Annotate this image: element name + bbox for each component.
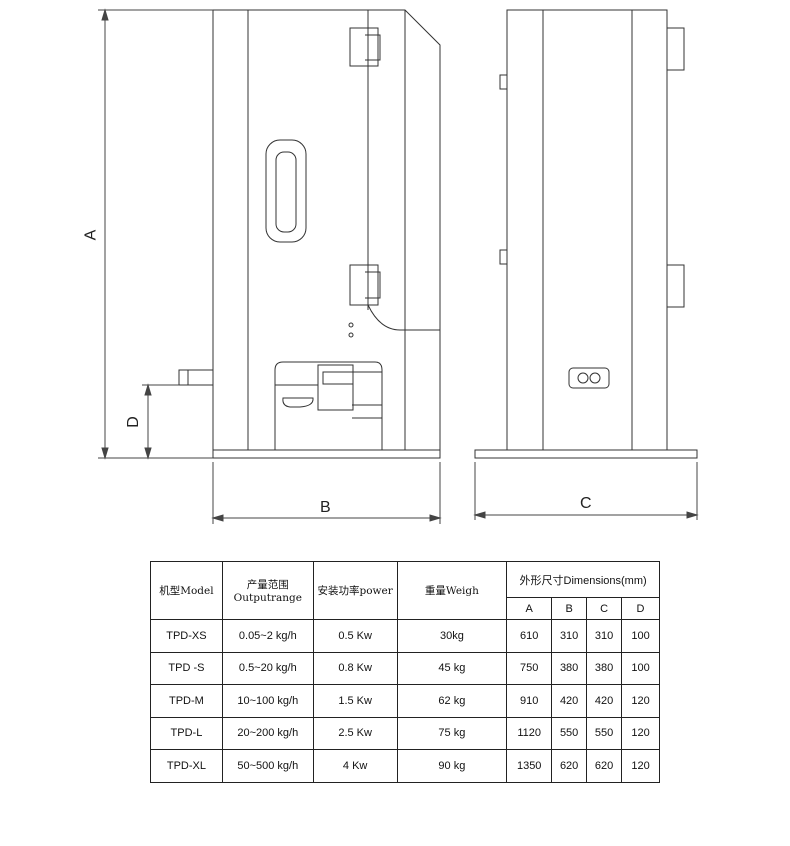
- cell-b: 620: [551, 749, 588, 783]
- cell-model: TPD-M: [150, 684, 223, 718]
- cell-a: 1350: [506, 749, 553, 783]
- side-view: [474, 9, 698, 459]
- header-dim-a: A: [506, 597, 553, 620]
- cell-c: 310: [586, 619, 623, 653]
- cell-weight: 45 kg: [396, 651, 508, 685]
- dimension-label-a: A: [82, 229, 100, 241]
- cell-power: 1.5 Kw: [312, 684, 398, 718]
- cell-weight: 90 kg: [396, 749, 508, 783]
- cell-output: 0.05~2 kg/h: [221, 619, 314, 653]
- cell-weight: 75 kg: [396, 716, 508, 750]
- cell-model: TPD-XS: [150, 619, 223, 653]
- cell-model: TPD -S: [150, 651, 223, 685]
- header-output-en: Outputrange: [233, 592, 302, 604]
- cell-d: 120: [621, 684, 660, 718]
- cell-c: 620: [586, 749, 623, 783]
- front-view: [178, 9, 441, 459]
- cell-b: 310: [551, 619, 588, 653]
- cell-d: 120: [621, 716, 660, 750]
- cell-model: TPD-XL: [150, 749, 223, 783]
- header-model: 机型Model: [150, 561, 223, 620]
- cell-output: 20~200 kg/h: [221, 716, 314, 750]
- cell-weight: 30kg: [396, 619, 508, 653]
- cell-a: 910: [506, 684, 553, 718]
- cell-d: 120: [621, 749, 660, 783]
- cell-weight: 62 kg: [396, 684, 508, 718]
- cell-c: 420: [586, 684, 623, 718]
- cell-a: 1120: [506, 716, 553, 750]
- cell-output: 10~100 kg/h: [221, 684, 314, 718]
- cell-a: 610: [506, 619, 553, 653]
- cell-output: 0.5~20 kg/h: [221, 651, 314, 685]
- cell-power: 2.5 Kw: [312, 716, 398, 750]
- cell-b: 380: [551, 651, 588, 685]
- cell-c: 550: [586, 716, 623, 750]
- cell-d: 100: [621, 651, 660, 685]
- cell-d: 100: [621, 619, 660, 653]
- cell-a: 750: [506, 651, 553, 685]
- dimension-label-d: D: [124, 416, 142, 428]
- dimension-label-c: C: [580, 495, 592, 512]
- header-weight: 重量Weigh: [396, 561, 508, 620]
- cell-output: 50~500 kg/h: [221, 749, 314, 783]
- cell-b: 550: [551, 716, 588, 750]
- header-dim-d: D: [621, 597, 660, 620]
- header-dimensions: 外形尺寸Dimensions(mm): [506, 561, 660, 598]
- cell-c: 380: [586, 651, 623, 685]
- header-dim-b: B: [551, 597, 588, 620]
- dimension-lines: [98, 8, 699, 524]
- cell-model: TPD-L: [150, 716, 223, 750]
- machine-drawing: [98, 8, 699, 524]
- dimension-label-b: B: [320, 499, 331, 516]
- cell-power: 0.8 Kw: [312, 651, 398, 685]
- cell-b: 420: [551, 684, 588, 718]
- header-output-cn: 产量范围: [246, 579, 289, 591]
- cell-power: 0.5 Kw: [312, 619, 398, 653]
- cell-power: 4 Kw: [312, 749, 398, 783]
- header-power: 安装功率power: [312, 561, 398, 620]
- header-dim-c: C: [586, 597, 623, 620]
